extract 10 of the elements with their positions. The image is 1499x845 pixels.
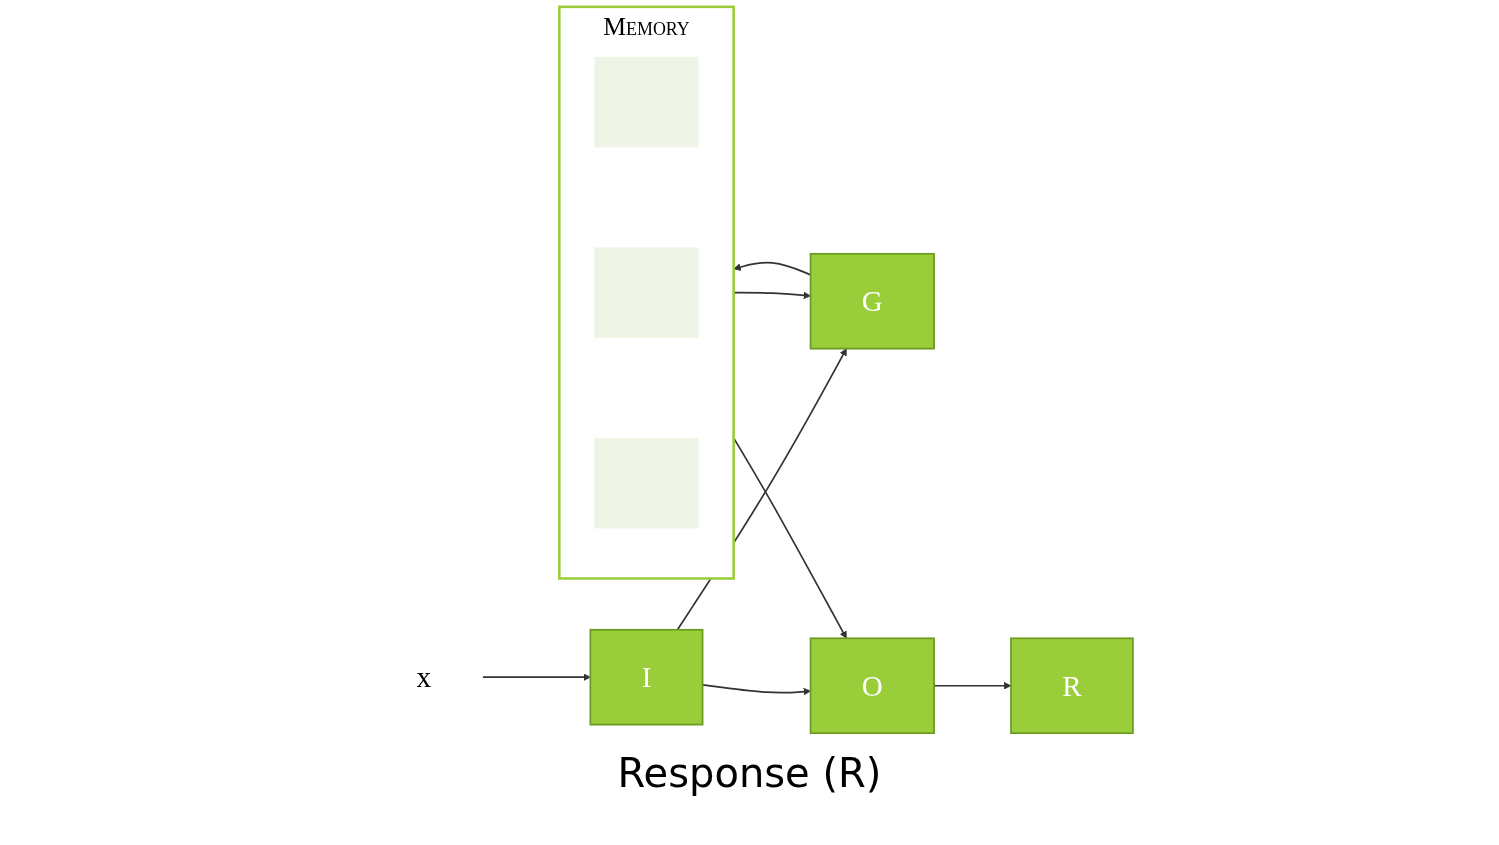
- node-text: x: [416, 661, 432, 693]
- node-box: G: [810, 252, 936, 350]
- cluster: Memory: [558, 5, 736, 580]
- node-box: [593, 245, 701, 340]
- node-box: R: [1010, 637, 1135, 734]
- node-box: [593, 436, 701, 531]
- node-box: O: [810, 637, 936, 734]
- node-box: [593, 55, 701, 150]
- caption: Response (R): [617, 750, 882, 796]
- node-box: I: [589, 628, 704, 726]
